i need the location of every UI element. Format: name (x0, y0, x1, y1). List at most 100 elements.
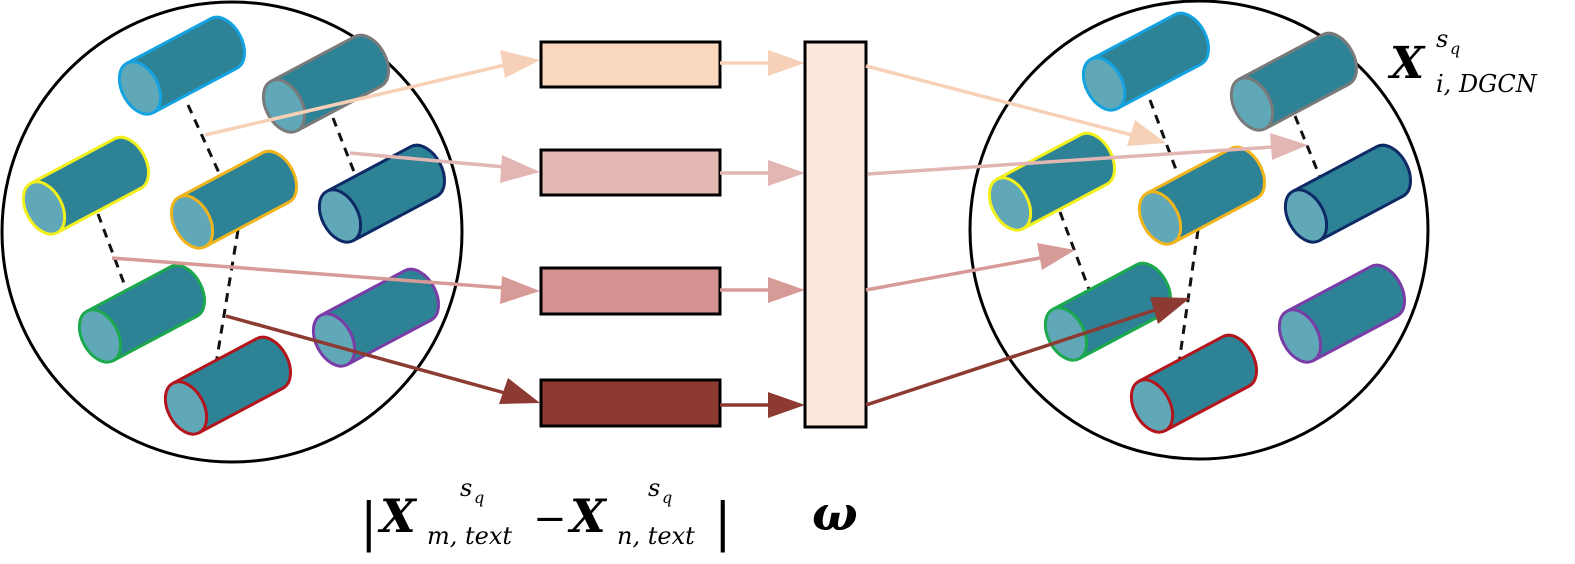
node-near-cap-left-blue (117, 60, 163, 116)
left-cluster-circle (0, 0, 464, 464)
node-cylinder-right-orange (1137, 145, 1267, 246)
arrowhead-mid-4 (768, 392, 805, 418)
right-cluster-circle (968, 0, 1430, 461)
formula-right-bar: | (714, 493, 732, 553)
node-cylinder-right-navy (1283, 143, 1413, 244)
difference-boxes (539, 40, 722, 428)
weight-box (803, 40, 868, 429)
node-side-bottom-left-red (198, 386, 284, 435)
edge-left-yellow-green (96, 213, 130, 295)
formula-x2-subscript: n, text (617, 522, 695, 550)
node-side-bottom-right-red (1164, 384, 1250, 433)
node-cylinder-left-orange (169, 149, 299, 250)
node-side-top-right-gray (1238, 33, 1324, 81)
output-superscript-sub: q (1450, 39, 1460, 58)
edge-left-blue-orange (186, 104, 222, 176)
left-graph-edges (96, 104, 360, 371)
arrowhead-output-4 (1150, 297, 1190, 324)
arrowhead-input-3 (500, 276, 540, 304)
node-cylinder-left-purple (311, 267, 441, 368)
node-cylinder-right-yellow (987, 131, 1117, 232)
node-near-cap-right-blue (1081, 56, 1127, 112)
box-to-weight-arrows (720, 50, 805, 418)
arrow-input-1 (204, 63, 506, 137)
node-side-top-right-yellow (996, 133, 1082, 181)
output-arrows (865, 64, 1308, 407)
difference-box-2 (539, 148, 722, 197)
difference-box-4 (539, 378, 722, 428)
node-near-cap-left-navy (317, 188, 363, 244)
node-cylinder-right-red (1129, 333, 1259, 434)
node-near-cap-right-purple (1277, 308, 1323, 364)
node-side-top-right-navy (1292, 145, 1378, 193)
arrowhead-input-4 (499, 378, 540, 404)
formula-x2: X (567, 489, 608, 543)
node-cylinder-left-yellow (21, 135, 151, 236)
arrowhead-mid-1 (768, 50, 805, 76)
edge-left-orange-red (213, 229, 240, 371)
node-near-cap-right-red (1129, 378, 1175, 434)
node-side-bottom-right-gray (1264, 82, 1350, 131)
edge-right-gray-navy (1293, 115, 1324, 183)
left-node-group (21, 15, 447, 436)
node-side-bottom-right-purple (1312, 314, 1398, 363)
difference-box-3 (539, 266, 722, 316)
node-side-top-right-purple (1286, 265, 1372, 313)
node-side-top-left-navy (326, 145, 412, 193)
arrowhead-mid-3 (768, 277, 805, 303)
arrow-input-4 (225, 314, 506, 395)
node-side-bottom-right-blue (1116, 62, 1202, 111)
node-side-bottom-left-orange (204, 200, 290, 249)
node-side-bottom-left-yellow (56, 186, 142, 235)
node-side-bottom-left-gray (296, 84, 382, 133)
edge-right-yellow-green (1058, 211, 1092, 293)
formula-left-bar: | (360, 493, 378, 553)
node-cylinder-right-blue (1081, 11, 1211, 112)
input-arrows (111, 50, 540, 404)
edge-left-gray-navy (331, 117, 360, 183)
arrowhead-output-1 (1127, 120, 1166, 146)
arrow-output-1 (865, 64, 1133, 137)
node-near-cap-right-yellow (987, 176, 1033, 232)
node-side-top-right-blue (1090, 13, 1176, 61)
node-side-top-left-gray (270, 35, 356, 83)
node-side-top-left-blue (126, 17, 212, 65)
node-side-bottom-left-green (112, 314, 198, 363)
output-subscript: i, DGCN (1436, 70, 1538, 98)
arrowhead-input-2 (500, 155, 540, 183)
output-superscript: s (1436, 25, 1448, 53)
node-near-cap-left-red (163, 380, 209, 436)
node-cylinder-left-green (77, 263, 207, 364)
edge-right-orange-red (1176, 229, 1200, 371)
arrow-input-2 (349, 151, 506, 169)
node-side-bottom-right-yellow (1022, 182, 1108, 231)
node-near-cap-left-orange (169, 194, 215, 250)
node-side-top-left-green (86, 265, 172, 313)
arrow-input-3 (111, 256, 506, 290)
node-cylinder-left-gray (261, 33, 391, 134)
node-near-cap-right-gray (1229, 76, 1275, 132)
node-cylinder-right-gray (1229, 31, 1359, 132)
arrowhead-input-1 (500, 50, 540, 78)
node-side-bottom-left-blue (152, 66, 238, 115)
node-near-cap-left-yellow (21, 180, 67, 236)
node-side-top-right-red (1138, 335, 1224, 383)
node-side-bottom-right-navy (1318, 194, 1404, 243)
difference-box-1 (539, 40, 722, 89)
node-side-top-left-red (172, 337, 258, 385)
node-side-top-left-orange (178, 151, 264, 199)
node-near-cap-left-green (77, 308, 123, 364)
arrow-output-2 (867, 145, 1273, 176)
node-near-cap-left-purple (311, 312, 357, 368)
node-near-cap-right-green (1043, 306, 1089, 362)
output-symbol: X (1387, 38, 1426, 89)
arrow-output-4 (865, 308, 1156, 407)
node-side-top-right-orange (1146, 147, 1232, 195)
formula-x1-subscript: m, text (427, 522, 512, 550)
node-cylinder-left-red (163, 335, 293, 436)
arrowhead-mid-2 (768, 160, 805, 186)
difference-formula: | X s q m, text − X s q n, text | (360, 474, 732, 553)
node-side-top-right-green (1052, 263, 1138, 311)
node-side-bottom-right-orange (1172, 196, 1258, 245)
formula-x1: X (377, 489, 418, 543)
